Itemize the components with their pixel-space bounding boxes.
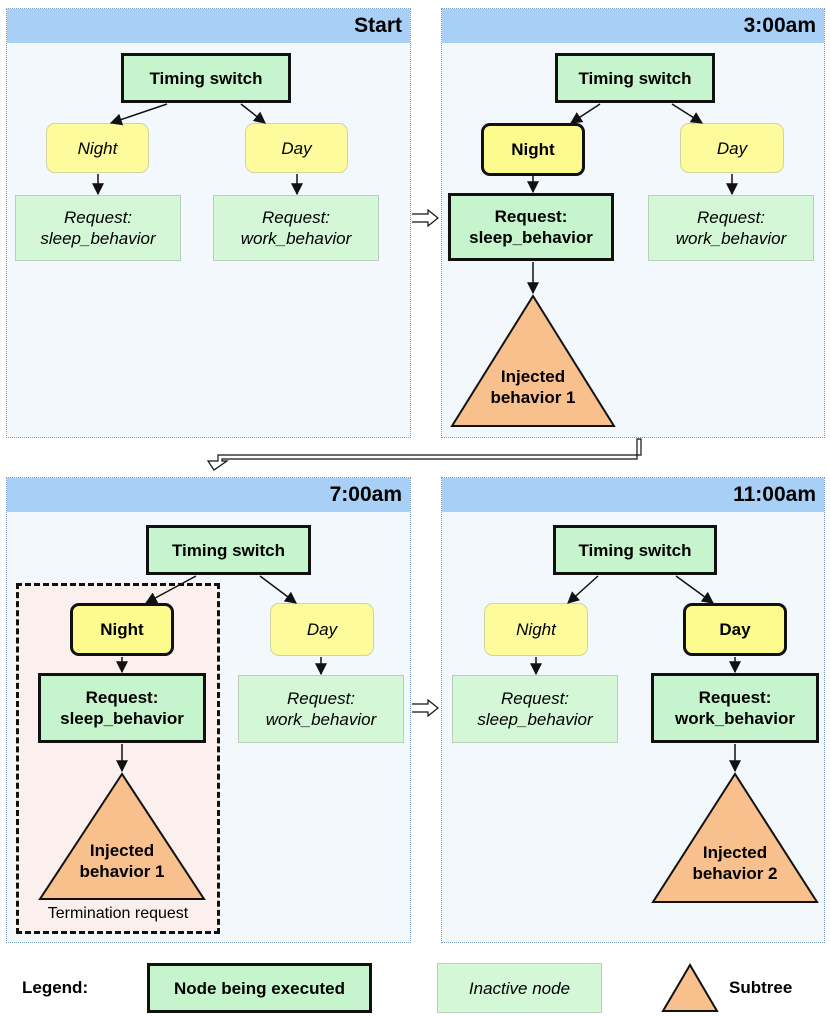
transition-arrow — [206, 438, 642, 471]
day-node: Day — [245, 123, 348, 173]
termination-request-label: Termination request — [47, 905, 189, 922]
timing-switch-node: Timing switch — [121, 53, 291, 103]
legend-executed-node: Node being executed — [147, 963, 372, 1013]
edge — [671, 103, 704, 124]
request-work-node: Request:work_behavior — [651, 673, 819, 743]
night-node: Night — [70, 603, 174, 656]
edge — [569, 103, 601, 124]
transition-arrow — [412, 698, 439, 718]
request-sleep-node: Request:sleep_behavior — [448, 193, 614, 261]
panel-header: 3:00am — [442, 9, 824, 43]
timing-switch-node: Timing switch — [146, 525, 311, 575]
edge — [109, 103, 168, 126]
request-sleep-node: Request:sleep_behavior — [15, 195, 181, 261]
panel-header: 7:00am — [7, 478, 410, 512]
transition-arrow — [412, 208, 439, 228]
timing-switch-node: Timing switch — [553, 525, 717, 575]
request-work-node: Request:work_behavior — [238, 675, 404, 743]
request-sleep-node: Request:sleep_behavior — [38, 673, 206, 743]
subtree-triangle — [38, 772, 206, 900]
legend-title: Legend: — [22, 978, 89, 997]
night-node: Night — [484, 603, 588, 656]
request-sleep-node: Request:sleep_behavior — [452, 675, 618, 743]
night-node: Night — [46, 123, 149, 173]
legend-subtree-label: Subtree — [729, 978, 793, 997]
panel-header: 11:00am — [442, 478, 824, 512]
legend-subtree-triangle — [661, 963, 719, 1012]
subtree-triangle — [450, 294, 616, 427]
subtree-triangle — [651, 772, 819, 903]
request-work-node: Request:work_behavior — [213, 195, 379, 261]
edge — [240, 103, 266, 124]
request-work-node: Request:work_behavior — [648, 195, 814, 261]
legend-inactive-node: Inactive node — [437, 963, 602, 1013]
panel-header: Start — [7, 9, 410, 43]
edge — [567, 575, 599, 604]
edge — [259, 575, 297, 604]
day-node: Day — [680, 123, 784, 173]
timing-switch-node: Timing switch — [555, 53, 715, 103]
night-node: Night — [481, 123, 585, 176]
day-node: Day — [270, 603, 374, 656]
edge — [675, 575, 714, 604]
edge — [144, 575, 197, 604]
day-node: Day — [683, 603, 787, 656]
